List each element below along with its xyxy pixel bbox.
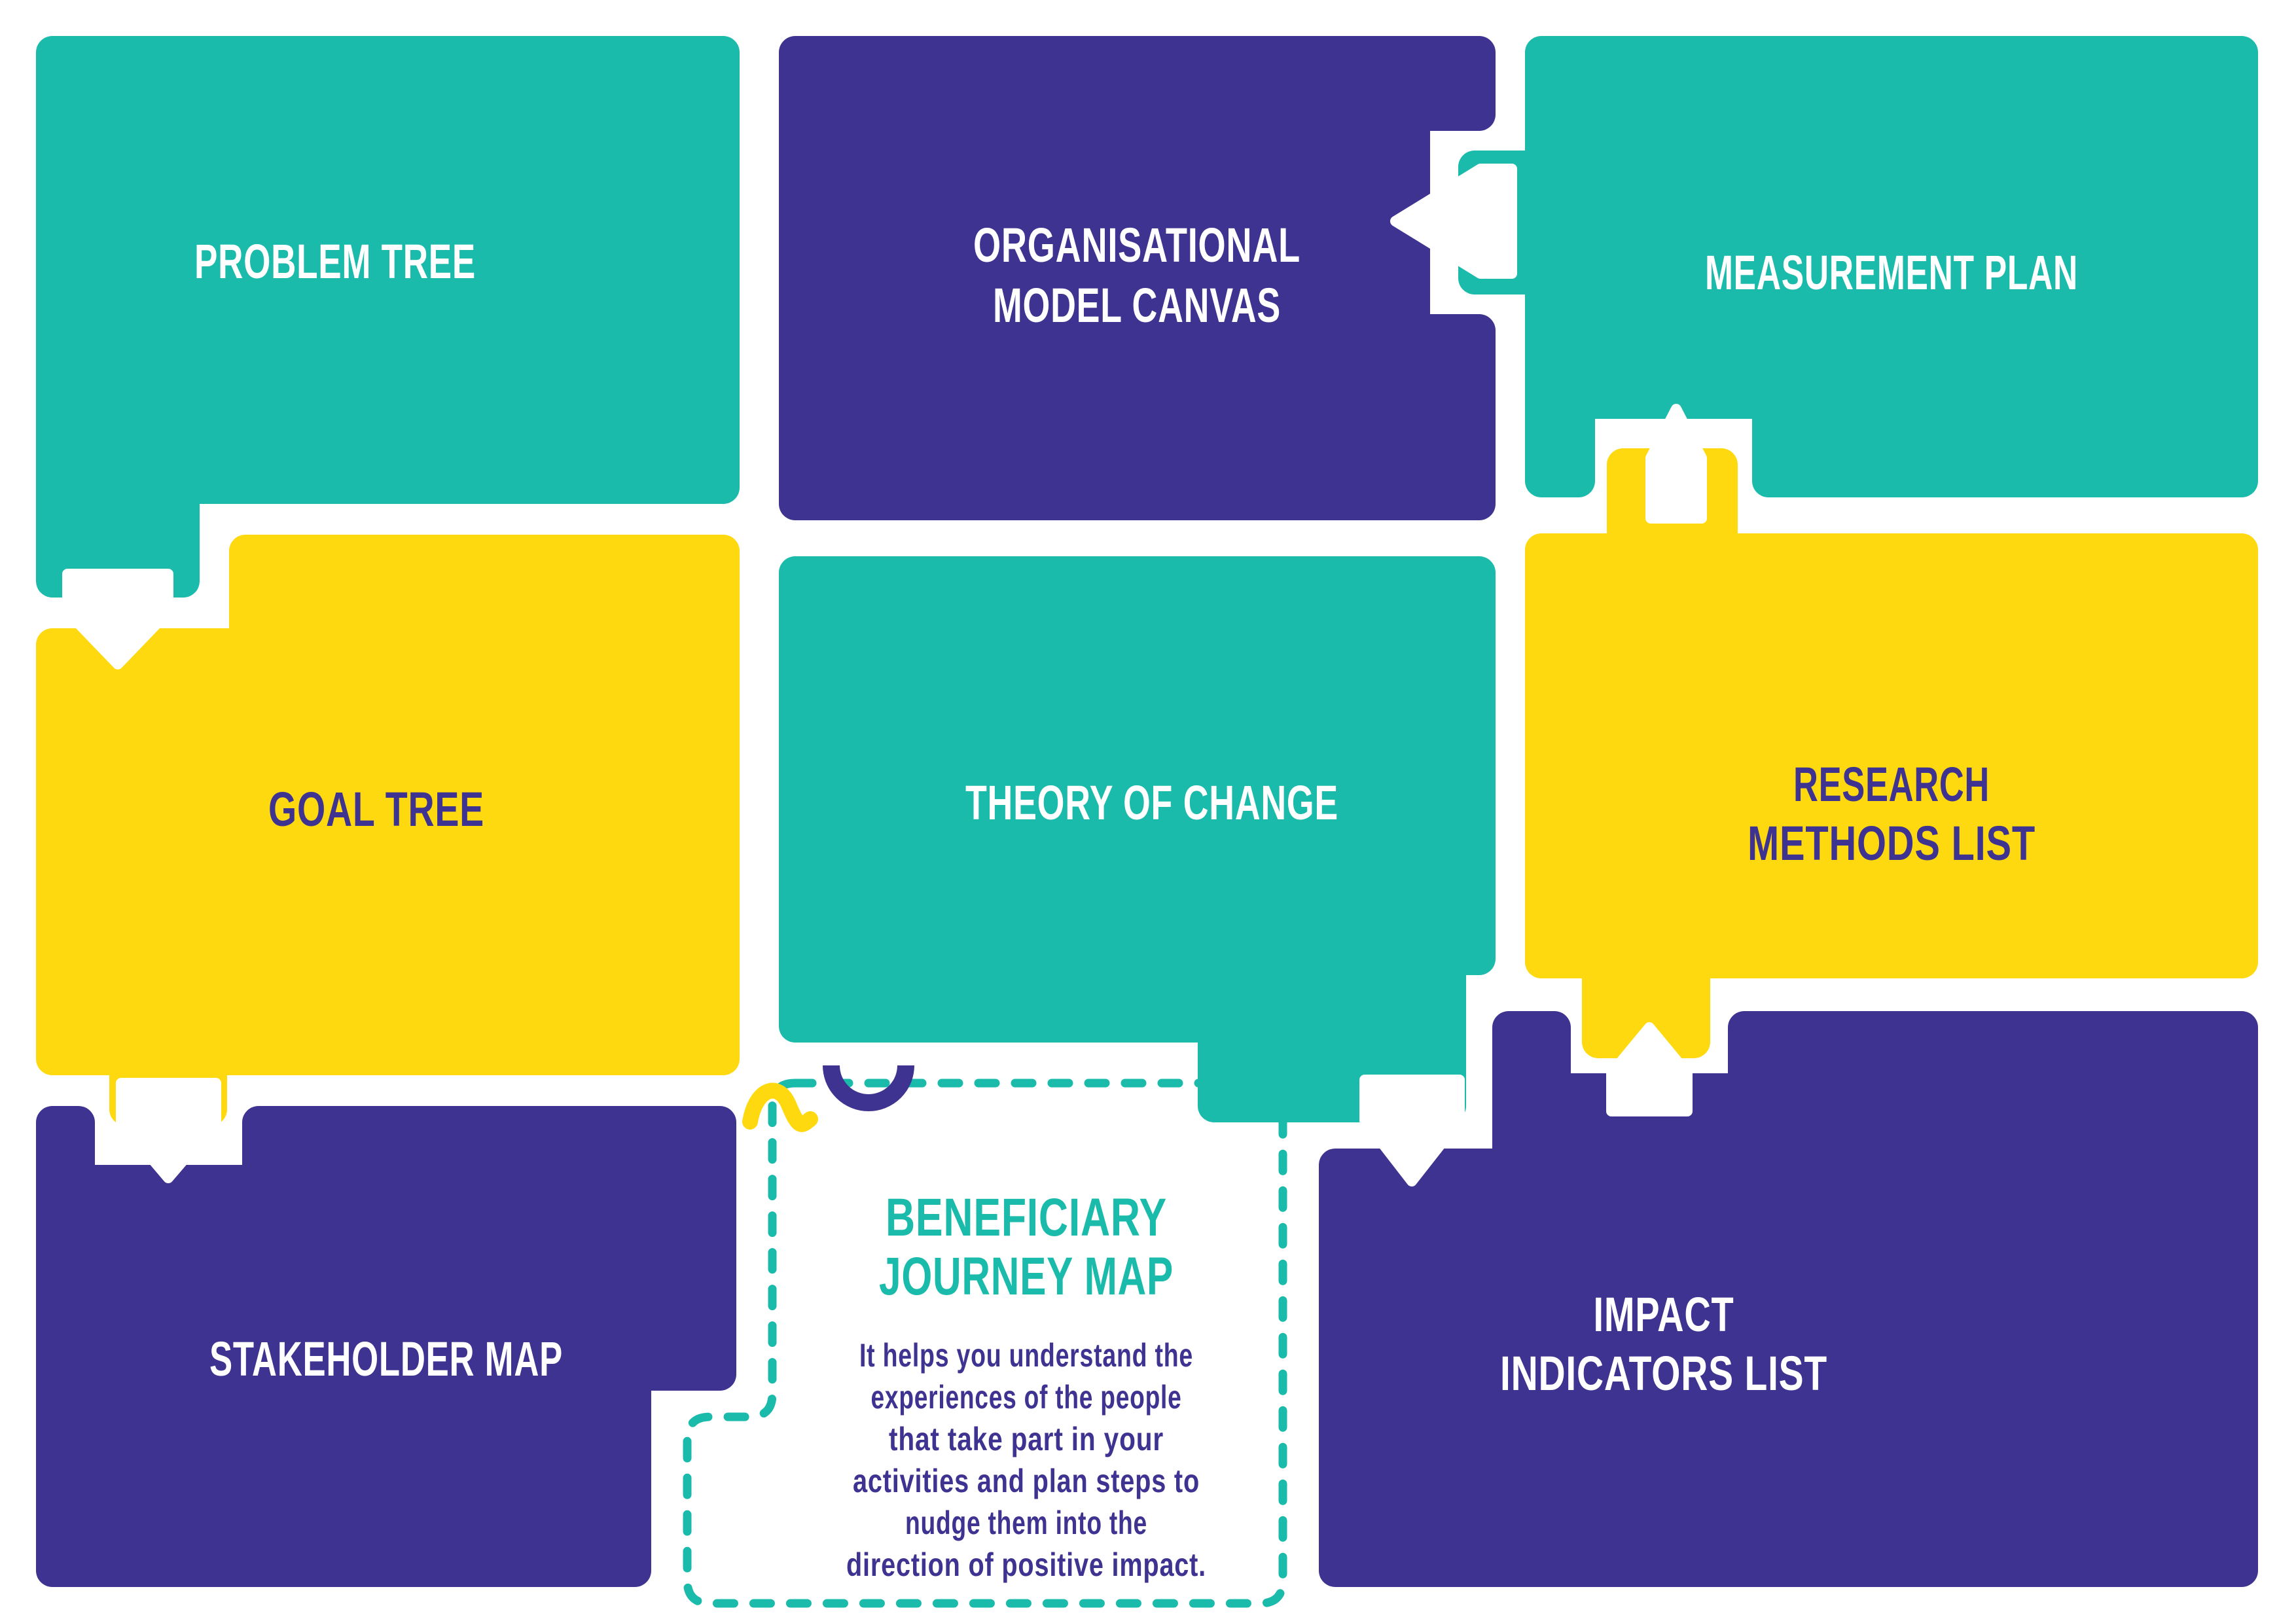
goal-tree-piece: [36, 535, 740, 1126]
beneficiary-journey-map-title-line2: JOURNEY MAP: [879, 1247, 1174, 1306]
goal-tree-label: GOAL TREE: [268, 782, 484, 836]
measurement-plan-label: MEASUREMENT PLAN: [1705, 245, 2078, 300]
arc-decoration-icon: [823, 1065, 914, 1111]
arrow-up-icon: [1606, 1022, 1693, 1116]
beneficiary-description-line: experiences of the people: [871, 1379, 1182, 1416]
arrow-down-icon: [1359, 1075, 1465, 1186]
organisational-model-canvas-label-line2: MODEL CANVAS: [993, 278, 1281, 332]
organisational-model-canvas-label-line1: ORGANISATIONAL: [973, 218, 1300, 272]
arrow-left-icon: [1390, 164, 1517, 279]
theory-of-change-label: THEORY OF CHANGE: [965, 776, 1338, 830]
problem-tree-piece: [36, 36, 740, 597]
research-methods-list-label-line1: RESEARCH: [1793, 757, 1990, 812]
problem-tree-label: PROBLEM TREE: [194, 234, 476, 289]
arrow-down-icon: [62, 569, 173, 669]
impact-indicators-list-piece: [1319, 1011, 2258, 1587]
research-methods-list-label-line2: METHODS LIST: [1748, 816, 2036, 870]
impact-indicators-list-label-line2: INDICATORS LIST: [1500, 1346, 1827, 1400]
beneficiary-description-line: nudge them into the: [905, 1505, 1147, 1541]
squiggle-decoration-icon: [742, 1082, 818, 1132]
organisational-model-canvas-piece: [779, 36, 1496, 520]
research-methods-list-piece: [1525, 448, 2258, 1058]
stakeholder-map-label: STAKEHOLDER MAP: [209, 1332, 563, 1386]
beneficiary-description-line: activities and plan steps to: [853, 1463, 1200, 1499]
arrow-down-icon: [116, 1078, 221, 1183]
stakeholder-map-piece: [36, 1106, 736, 1587]
beneficiary-description-line: direction of positive impact.: [846, 1546, 1206, 1583]
beneficiary-journey-map-title-line1: BENEFICIARY: [886, 1188, 1167, 1247]
beneficiary-description-line: It helps you understand the: [859, 1337, 1193, 1374]
beneficiary-description-line: that take part in your: [889, 1421, 1164, 1457]
arrow-up-icon: [1645, 404, 1707, 524]
impact-indicators-list-label-line1: IMPACT: [1594, 1287, 1734, 1342]
theory-of-change-piece: [779, 556, 1496, 1122]
